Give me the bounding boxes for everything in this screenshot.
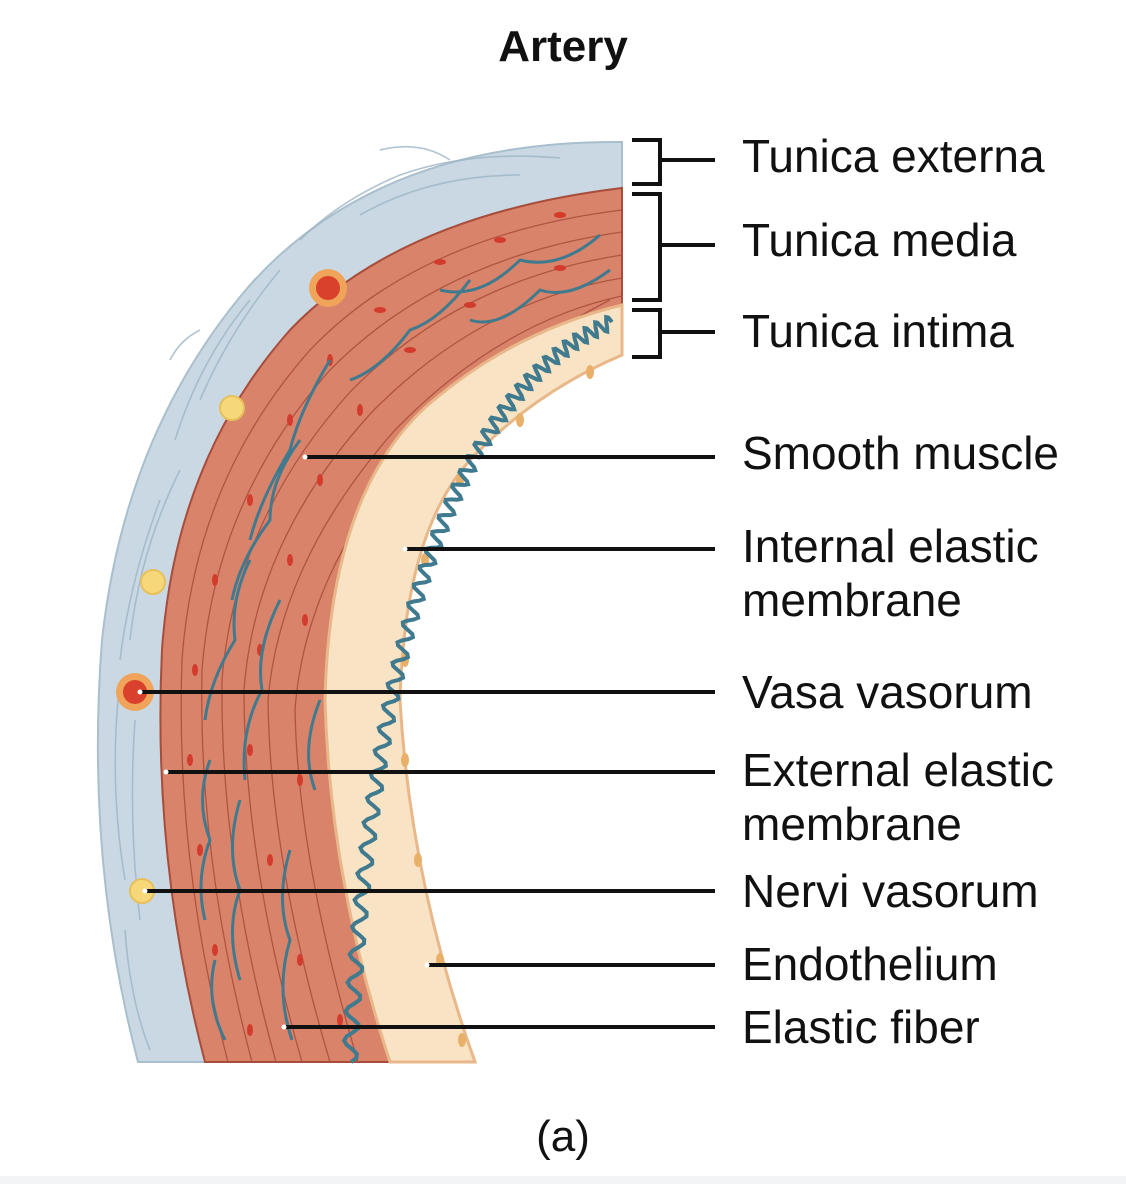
bracket-intima — [632, 308, 715, 359]
label-tunica-externa: Tunica externa — [742, 130, 1045, 182]
nerve-dot — [219, 395, 245, 421]
bracket-externa — [632, 138, 715, 186]
label-external-elastic-line1: External elastic — [742, 744, 1054, 796]
label-tunica-media: Tunica media — [742, 214, 1017, 266]
internal-elastic-membrane — [341, 314, 614, 1064]
tunica-intima-layer — [323, 303, 624, 1064]
panel-label: (a) — [536, 1112, 590, 1161]
leader-lines — [140, 455, 715, 1029]
externa-fibers — [114, 145, 561, 1051]
footer-strip — [0, 1176, 1126, 1184]
layer-brackets — [632, 138, 715, 359]
smooth-muscle-cells — [180, 209, 622, 1062]
label-nervi-vasorum: Nervi vasorum — [742, 865, 1039, 917]
label-internal-elastic-line2: membrane — [742, 574, 962, 626]
label-tunica-intima: Tunica intima — [742, 305, 1014, 357]
nervi-vasorum-nerves — [129, 395, 245, 904]
label-internal-elastic-line1: Internal elastic — [742, 520, 1039, 572]
label-external-elastic-line2: membrane — [742, 798, 962, 850]
label-elastic-fiber: Elastic fiber — [742, 1001, 980, 1053]
elastic-fibers — [199, 233, 611, 1041]
smooth-muscle-nuclei — [187, 212, 566, 1036]
vasa-vasorum-vessels — [116, 269, 347, 711]
label-vasa-vasorum: Vasa vasorum — [742, 666, 1033, 718]
bracket-media — [632, 192, 715, 302]
diagram-title: Artery — [498, 22, 628, 71]
label-endothelium: Endothelium — [742, 938, 998, 990]
nerve-dot — [140, 569, 166, 595]
label-smooth-muscle: Smooth muscle — [742, 427, 1060, 479]
leader-endpoints — [137, 454, 430, 1030]
